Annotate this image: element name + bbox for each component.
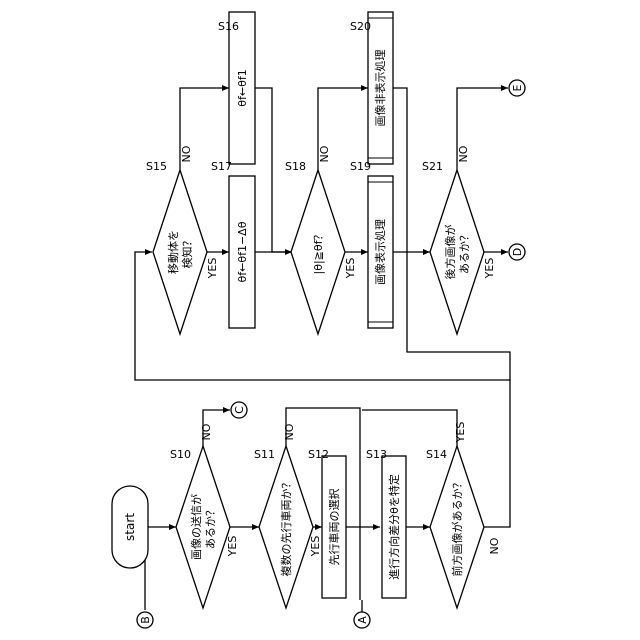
s16-id: S16 bbox=[218, 20, 239, 33]
s18-id: S18 bbox=[285, 160, 306, 173]
edge-s20-join bbox=[393, 88, 407, 252]
s20-text: 画像非表示処理 bbox=[373, 50, 387, 127]
s14-id: S14 bbox=[426, 448, 447, 461]
s13-id: S13 bbox=[366, 448, 387, 461]
s10-yes-label: YES bbox=[226, 536, 239, 558]
s17-text: θf←θf1−Δθ bbox=[236, 221, 249, 282]
s10-text-1: 画像の送信が bbox=[189, 494, 203, 560]
connector-e-label: E bbox=[511, 84, 524, 91]
connector-c-label: C bbox=[233, 406, 246, 414]
s21-text-1: 後方画像が bbox=[443, 225, 457, 280]
s15-text-1: 移動体を bbox=[166, 230, 180, 274]
s20-id: S20 bbox=[350, 20, 371, 33]
s10-text-2: あるか？ bbox=[204, 505, 217, 549]
s10-id: S10 bbox=[170, 448, 191, 461]
s21-id: S21 bbox=[422, 160, 443, 173]
s11-yes-label: YES bbox=[309, 536, 322, 558]
s10-no-label: NO bbox=[200, 423, 213, 440]
s15-diamond bbox=[153, 170, 207, 334]
start-label: start bbox=[123, 513, 137, 541]
s14-yes-label: YES bbox=[454, 422, 467, 444]
connector-b-label: B bbox=[139, 616, 152, 624]
edge-s14-yes bbox=[362, 410, 457, 446]
s17-id: S17 bbox=[211, 160, 232, 173]
s11-no-label: NO bbox=[283, 423, 296, 440]
s21-text-2: あるか？ bbox=[458, 230, 471, 274]
s15-yes-label: YES bbox=[206, 258, 219, 280]
s13-text: 進行方向差分θを特定 bbox=[387, 474, 401, 580]
s21-yes-label: YES bbox=[483, 258, 496, 280]
s15-text-2: 検知？ bbox=[180, 236, 194, 269]
s16-text: θf←θf1 bbox=[236, 69, 249, 106]
connector-a-label: A bbox=[356, 616, 369, 624]
s12-text: 先行車両の選択 bbox=[327, 489, 341, 566]
s21-diamond bbox=[430, 170, 484, 334]
s11-id: S11 bbox=[254, 448, 275, 461]
s18-no-label: NO bbox=[318, 145, 331, 162]
s15-no-label: NO bbox=[180, 145, 193, 162]
s14-text: 前方画像があるか？ bbox=[450, 478, 464, 577]
s15-id: S15 bbox=[146, 160, 167, 173]
s18-text: |θ|≧θf？ bbox=[312, 230, 325, 275]
s18-yes-label: YES bbox=[344, 258, 357, 280]
s14-no-label: NO bbox=[488, 537, 501, 554]
s21-no-label: NO bbox=[457, 145, 470, 162]
s11-text: 複数の先行車両か？ bbox=[279, 478, 293, 577]
s19-text: 画像表示処理 bbox=[373, 219, 387, 285]
s10-diamond bbox=[176, 446, 230, 608]
s12-id: S12 bbox=[308, 448, 329, 461]
s19-id: S19 bbox=[350, 160, 371, 173]
connector-d-label: D bbox=[511, 248, 524, 256]
